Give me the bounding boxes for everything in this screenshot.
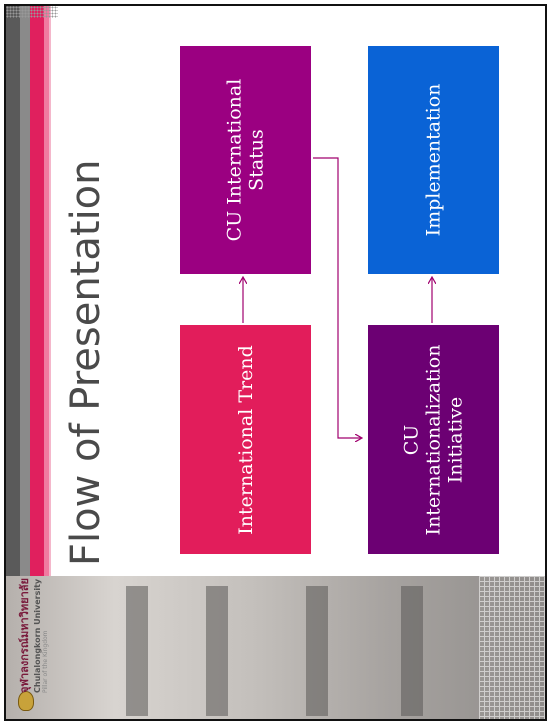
flow-box-implementation: Implementation	[368, 46, 499, 274]
slide-frame: จุฬาลงกรณ์มหาวิทยาลัย Chulalongkorn Univ…	[4, 4, 547, 721]
flow-box-international-trend: International Trend	[180, 325, 311, 554]
logo-thai-name: จุฬาลงกรณ์มหาวิทยาลัย	[18, 578, 31, 693]
header-stripe-light-pink	[44, 6, 49, 584]
university-logo: จุฬาลงกรณ์มหาวิทยาลัย Chulalongkorn Univ…	[6, 576, 58, 719]
logo-english-name: Chulalongkorn University	[33, 578, 42, 693]
crest-icon	[18, 691, 34, 711]
logo-motto: Pillar of the Kingdom	[42, 630, 49, 693]
header-stripe-pink	[30, 6, 44, 584]
header-stripe-gray	[6, 6, 20, 584]
slide-title: Flow of Presentation	[63, 159, 109, 566]
dot-pattern	[6, 6, 58, 18]
header-stripe-line	[49, 6, 51, 584]
header-stripe-light-gray	[20, 6, 30, 584]
flow-box-label: Implementation	[422, 83, 445, 237]
photo-mesh-overlay	[479, 576, 545, 719]
campus-photo	[6, 576, 545, 719]
flow-box-label: International Trend	[234, 344, 257, 535]
